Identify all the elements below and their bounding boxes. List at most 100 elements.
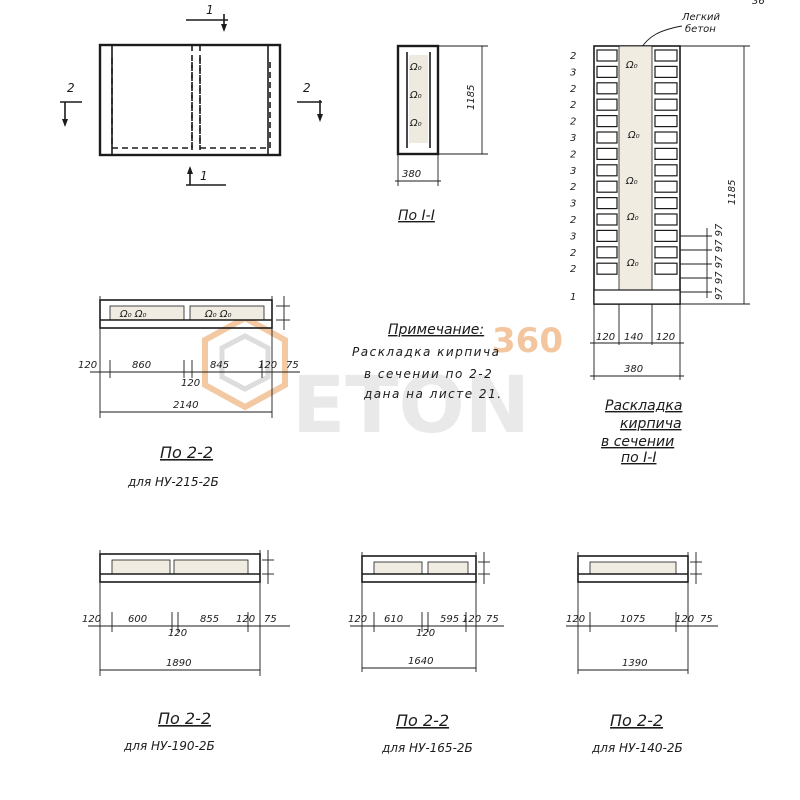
svg-text:1390: 1390 bbox=[622, 658, 647, 669]
svg-text:Ω₀: Ω₀ bbox=[626, 212, 639, 223]
svg-text:845: 845 bbox=[210, 360, 229, 371]
brick-left bbox=[596, 131, 618, 144]
svg-text:кирпича: кирпича bbox=[620, 416, 682, 432]
section-1-1-title: По I-I bbox=[398, 208, 435, 224]
brick-left bbox=[596, 98, 618, 111]
brick-row-number: 2 bbox=[570, 149, 576, 160]
svg-text:75: 75 bbox=[486, 614, 499, 625]
svg-text:Легкий: Легкий bbox=[681, 12, 720, 23]
brick-right bbox=[654, 246, 678, 259]
section-1-1-height: 1185 bbox=[466, 85, 477, 110]
watermark-number: 360 bbox=[492, 321, 563, 361]
section-215-title: По 2-2 bbox=[160, 443, 213, 462]
section-1-1: Ω₀ Ω₀ Ω₀ 1185 380 По I-I bbox=[395, 44, 488, 224]
svg-text:120: 120 bbox=[78, 360, 97, 371]
brick-right bbox=[654, 114, 678, 128]
section-1-1-width: 380 bbox=[402, 169, 421, 180]
svg-text:1890: 1890 bbox=[166, 658, 191, 669]
brick-left bbox=[596, 114, 618, 128]
svg-text:бетон: бетон bbox=[685, 23, 716, 35]
section-165-title: По 2-2 bbox=[396, 711, 449, 730]
brick-left bbox=[596, 49, 618, 62]
svg-text:120: 120 bbox=[348, 614, 367, 625]
brick-row-number: 2 bbox=[570, 248, 576, 259]
svg-text:75: 75 bbox=[700, 614, 713, 625]
brick-row-number: 2 bbox=[570, 182, 576, 193]
svg-text:75: 75 bbox=[286, 360, 299, 371]
brick-left bbox=[596, 246, 618, 259]
brick-layout-height: 1185 bbox=[727, 180, 738, 205]
svg-text:120: 120 bbox=[236, 614, 255, 625]
cut-2-right-marker: 2 bbox=[297, 81, 323, 122]
svg-text:Ω₀: Ω₀ bbox=[409, 62, 422, 73]
svg-text:1: 1 bbox=[206, 3, 214, 17]
plan-outline bbox=[98, 43, 282, 157]
cut-1-bottom-marker: 1 bbox=[186, 166, 226, 186]
svg-text:Ω₀: Ω₀ bbox=[409, 90, 422, 101]
brick-left bbox=[596, 229, 618, 242]
watermark-brand: ETON bbox=[292, 361, 530, 451]
section-140-subtitle: для НУ-140-2Б bbox=[591, 741, 683, 755]
svg-text:Ω₀ Ω₀: Ω₀ Ω₀ bbox=[204, 309, 231, 320]
svg-text:1: 1 bbox=[200, 169, 208, 183]
section-190-subtitle: для НУ-190-2Б bbox=[123, 739, 215, 753]
brick-left bbox=[596, 180, 618, 193]
brick-row-number: 2 bbox=[570, 51, 576, 62]
section-190-title: По 2-2 bbox=[158, 709, 211, 728]
brick-right bbox=[654, 147, 678, 160]
brick-row-number: 3 bbox=[570, 166, 576, 177]
svg-text:дана на листе 21.: дана на листе 21. bbox=[363, 387, 503, 401]
brick-right bbox=[654, 49, 678, 62]
svg-text:1640: 1640 bbox=[408, 656, 433, 667]
svg-text:2: 2 bbox=[303, 81, 311, 95]
brick-right bbox=[654, 197, 678, 210]
brick-row-number: 3 bbox=[570, 133, 576, 144]
page-number: 36 bbox=[752, 0, 765, 7]
svg-text:120: 120 bbox=[675, 614, 694, 625]
brick-row-number: 2 bbox=[570, 264, 576, 275]
section-165-subtitle: для НУ-165-2Б bbox=[381, 741, 473, 755]
svg-text:120: 120 bbox=[566, 614, 585, 625]
brick-right bbox=[654, 262, 678, 275]
brick-right bbox=[654, 229, 678, 242]
section-140-title: По 2-2 bbox=[610, 711, 663, 730]
svg-text:Раскладка кирпича: Раскладка кирпича bbox=[352, 345, 500, 359]
brick-left bbox=[596, 65, 618, 79]
section-1-1-outline bbox=[396, 44, 440, 156]
brick-row-number: 3 bbox=[570, 199, 576, 210]
section-215: Ω₀ Ω₀ Ω₀ Ω₀ 120 860 845 120 75 120 2140 … bbox=[78, 296, 300, 489]
brick-row-number: 2 bbox=[570, 215, 576, 226]
section-190: 120 600 855 120 75 120 1890 По 2-2 для Н… bbox=[82, 550, 290, 753]
svg-text:120: 120 bbox=[82, 614, 101, 625]
brick-row-number: 3 bbox=[570, 67, 576, 78]
light-concrete-core bbox=[618, 45, 653, 293]
brick-row-number: 3 bbox=[570, 231, 576, 242]
brick-row-number: 2 bbox=[570, 117, 576, 128]
brick-right bbox=[654, 65, 678, 79]
svg-text:120: 120 bbox=[168, 628, 187, 639]
svg-text:140: 140 bbox=[624, 332, 643, 343]
svg-text:по I-I: по I-I bbox=[621, 450, 656, 466]
svg-text:Раскладка: Раскладка bbox=[605, 398, 682, 414]
brick-right bbox=[654, 213, 678, 226]
note-title: Примечание: bbox=[388, 322, 484, 338]
section-140: 120 1075 120 75 1390 По 2-2 для НУ-140-2… bbox=[566, 552, 718, 755]
brick-left bbox=[596, 164, 618, 177]
watermark: ETON 360 bbox=[202, 314, 563, 451]
brick-course-dims: 97 97 97 97 97 bbox=[714, 223, 725, 300]
section-165: 120 610 595 120 75 120 1640 По 2-2 для Н… bbox=[348, 552, 504, 755]
brick-right bbox=[654, 164, 678, 177]
svg-text:Ω₀: Ω₀ bbox=[409, 118, 422, 129]
brick-row-number: 2 bbox=[570, 84, 576, 95]
cut-2-left-marker: 2 bbox=[60, 81, 82, 127]
brick-right bbox=[654, 180, 678, 193]
brick-layout-total-width: 380 bbox=[624, 364, 643, 375]
svg-text:1075: 1075 bbox=[620, 614, 645, 625]
svg-text:120: 120 bbox=[258, 360, 277, 371]
svg-text:120: 120 bbox=[462, 614, 481, 625]
svg-text:610: 610 bbox=[384, 614, 403, 625]
svg-text:Ω₀: Ω₀ bbox=[626, 258, 639, 269]
svg-text:2140: 2140 bbox=[173, 400, 198, 411]
brick-left bbox=[596, 213, 618, 226]
